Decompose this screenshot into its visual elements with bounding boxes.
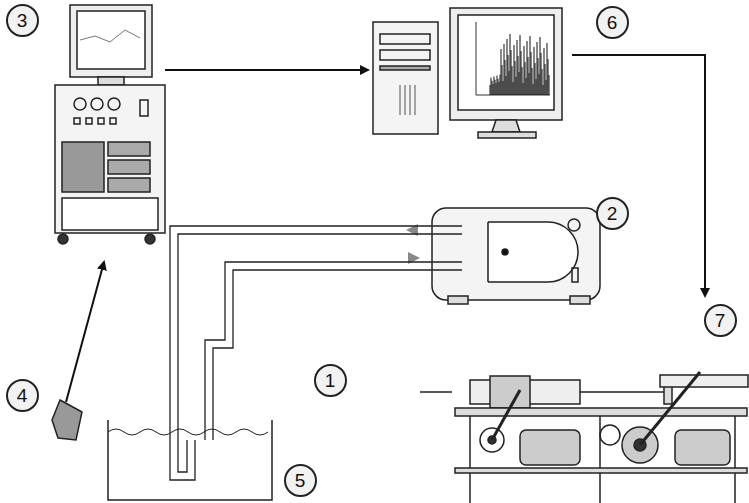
callout-circle: 2 (596, 197, 629, 230)
ultrasound-machine (55, 5, 165, 244)
callout-number: 3 (17, 11, 28, 30)
callout-circle: 1 (314, 364, 347, 397)
callout-number: 4 (17, 386, 28, 405)
callout-number: 5 (295, 471, 306, 490)
syringe-device (420, 372, 748, 503)
ultrasound-probe (52, 262, 104, 440)
callout-number: 2 (607, 204, 618, 223)
callout-circle: 6 (596, 6, 629, 39)
callout-circle: 5 (284, 464, 317, 497)
callout-circle: 4 (6, 379, 39, 412)
callout-circle: 7 (704, 304, 737, 337)
water-bath (108, 420, 272, 500)
computer (373, 8, 562, 138)
tubing (170, 226, 462, 480)
callout-circle: 3 (6, 4, 39, 37)
callout-number: 6 (607, 13, 618, 32)
peristaltic-pump (432, 208, 600, 304)
callout-number: 7 (715, 311, 726, 330)
callout-number: 1 (325, 371, 336, 390)
